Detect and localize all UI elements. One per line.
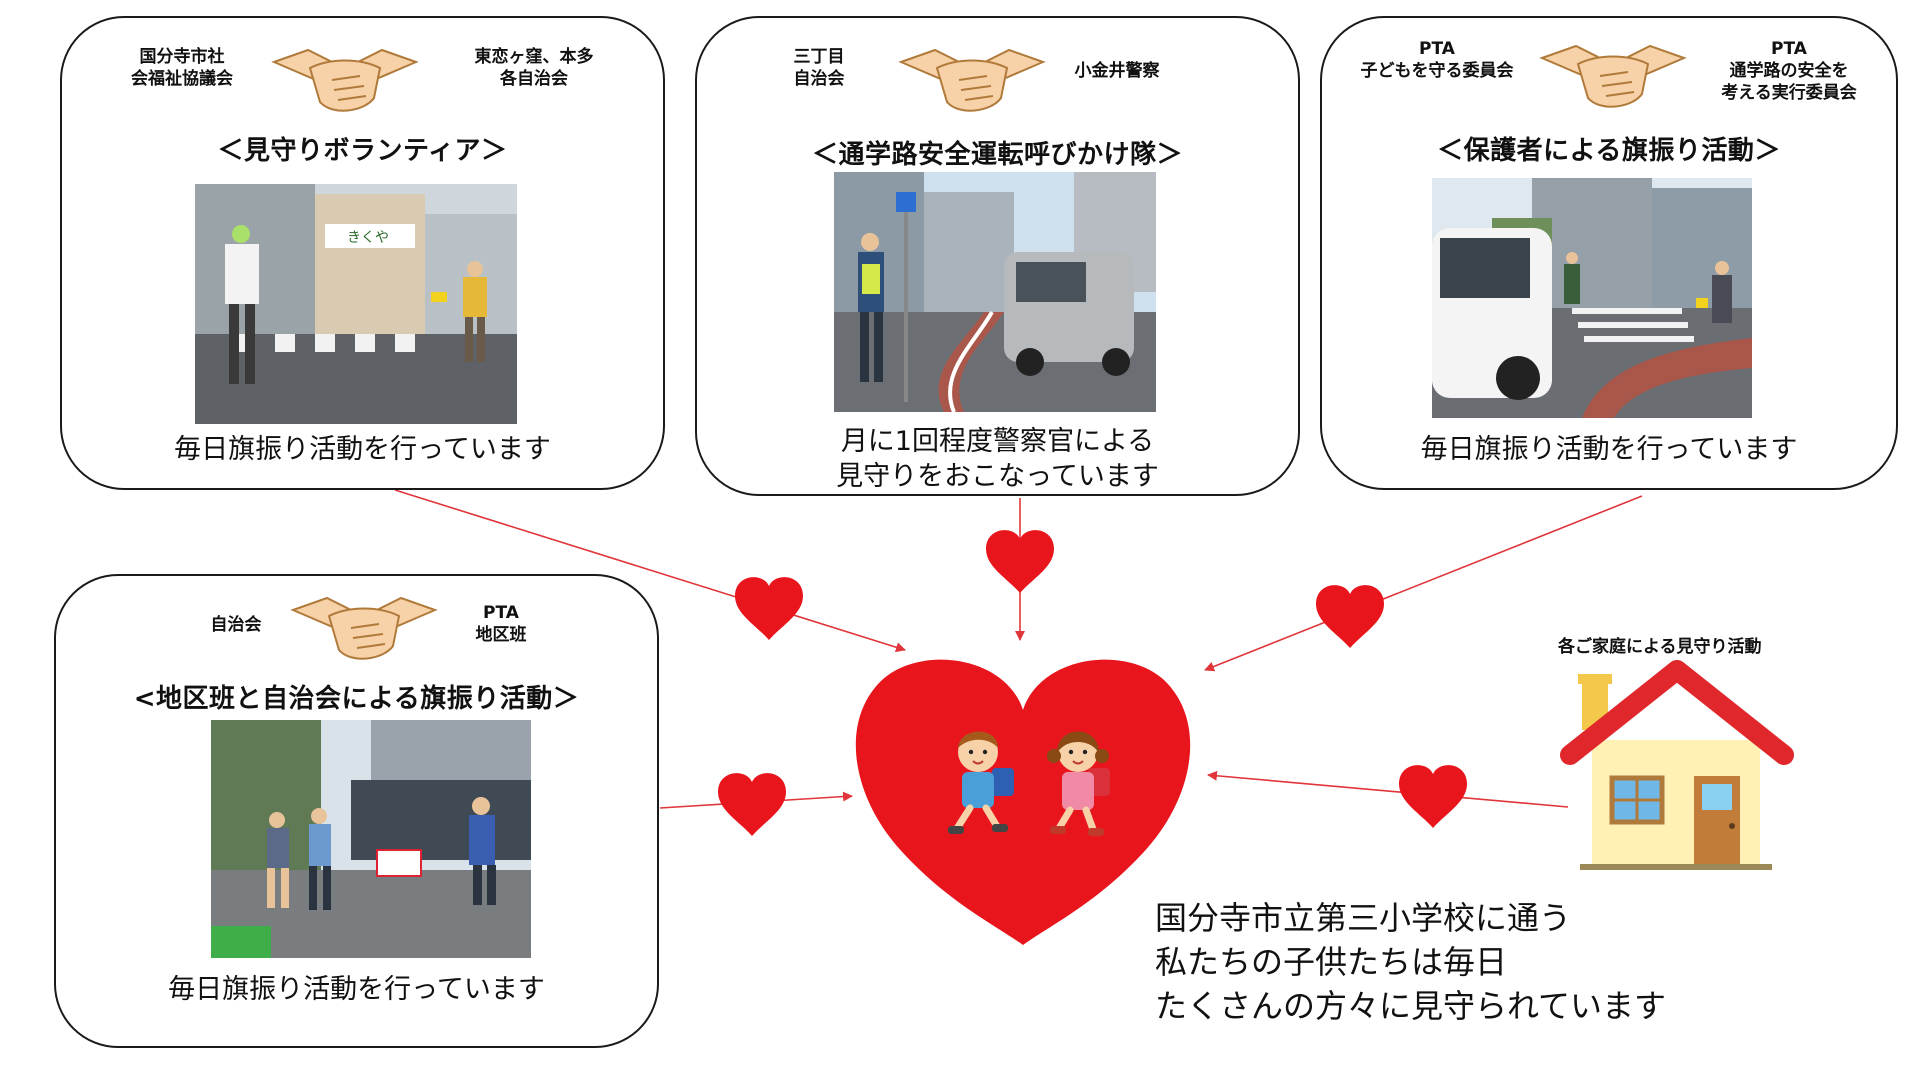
org-right: 東恋ヶ窪、本多 各自治会	[474, 47, 594, 90]
panel-volunteer: 国分寺市社 会福祉協議会 東恋ヶ窪、本多 各自治会 ＜見守りボランティア＞ きく…	[60, 16, 665, 490]
central-heart-icon	[855, 659, 1191, 945]
org-left: 自治会	[210, 615, 262, 635]
shop-sign: きくや	[347, 230, 389, 246]
photo-district	[211, 720, 531, 958]
org-left: 国分寺市社 会福祉協議会	[131, 47, 233, 90]
house-icon	[1560, 660, 1794, 870]
org-left: 三丁目 自治会	[793, 47, 845, 90]
panel-title: ＜保護者による旗振り活動＞	[1437, 136, 1781, 166]
photo-volunteer: きくや	[195, 184, 517, 424]
home-label: 各ご家庭による見守り活動	[1558, 637, 1762, 657]
photo-guardian	[1432, 178, 1752, 418]
panel-caption: 月に1回程度警察官による 見守りをおこなっています	[836, 426, 1159, 493]
handshake-icon	[898, 48, 1046, 112]
org-right: PTA 地区班	[475, 603, 527, 646]
heart-icon	[718, 773, 786, 836]
panel-title: <地区班と自治会による旗振り活動＞	[133, 684, 580, 714]
photo-police	[834, 172, 1156, 412]
panel-district: 自治会 PTA 地区班 <地区班と自治会による旗振り活動＞ 毎日旗振り活動を行っ	[54, 574, 659, 1048]
panel-guardian: PTA 子どもを守る委員会 PTA 通学路の安全を 考える実行委員会 ＜保護者に…	[1320, 16, 1898, 490]
heart-icon	[1316, 585, 1384, 648]
handshake-icon	[290, 596, 438, 660]
panel-caption: 毎日旗振り活動を行っています	[1420, 434, 1798, 465]
heart-icon	[1399, 765, 1467, 828]
panel-title: ＜通学路安全運転呼びかけ隊＞	[811, 140, 1183, 170]
org-left: PTA 子どもを守る委員会	[1360, 39, 1514, 82]
panel-police: 三丁目 自治会 小金井警察 ＜通学路安全運転呼びかけ隊＞ 月に1回程度警察官によ	[695, 16, 1300, 496]
handshake-icon	[1539, 44, 1687, 108]
org-right: 小金井警察	[1074, 61, 1160, 81]
panel-caption: 毎日旗振り活動を行っています	[174, 434, 551, 465]
arrow-volunteer	[394, 489, 906, 653]
handshake-icon	[271, 48, 419, 112]
arrow-home	[1207, 770, 1569, 808]
org-right: PTA 通学路の安全を 考える実行委員会	[1721, 39, 1857, 104]
panel-caption: 毎日旗振り活動を行っています	[168, 974, 545, 1005]
heart-icon	[986, 530, 1054, 593]
children-illustration	[948, 731, 1110, 836]
panel-title: ＜見守りボランティア＞	[217, 136, 508, 166]
arrow-guardian	[1204, 495, 1643, 672]
main-message: 国分寺市立第三小学校に通う 私たちの子供たちは毎日 たくさんの方々に見守られてい…	[1155, 899, 1667, 1026]
heart-icon	[735, 577, 803, 640]
